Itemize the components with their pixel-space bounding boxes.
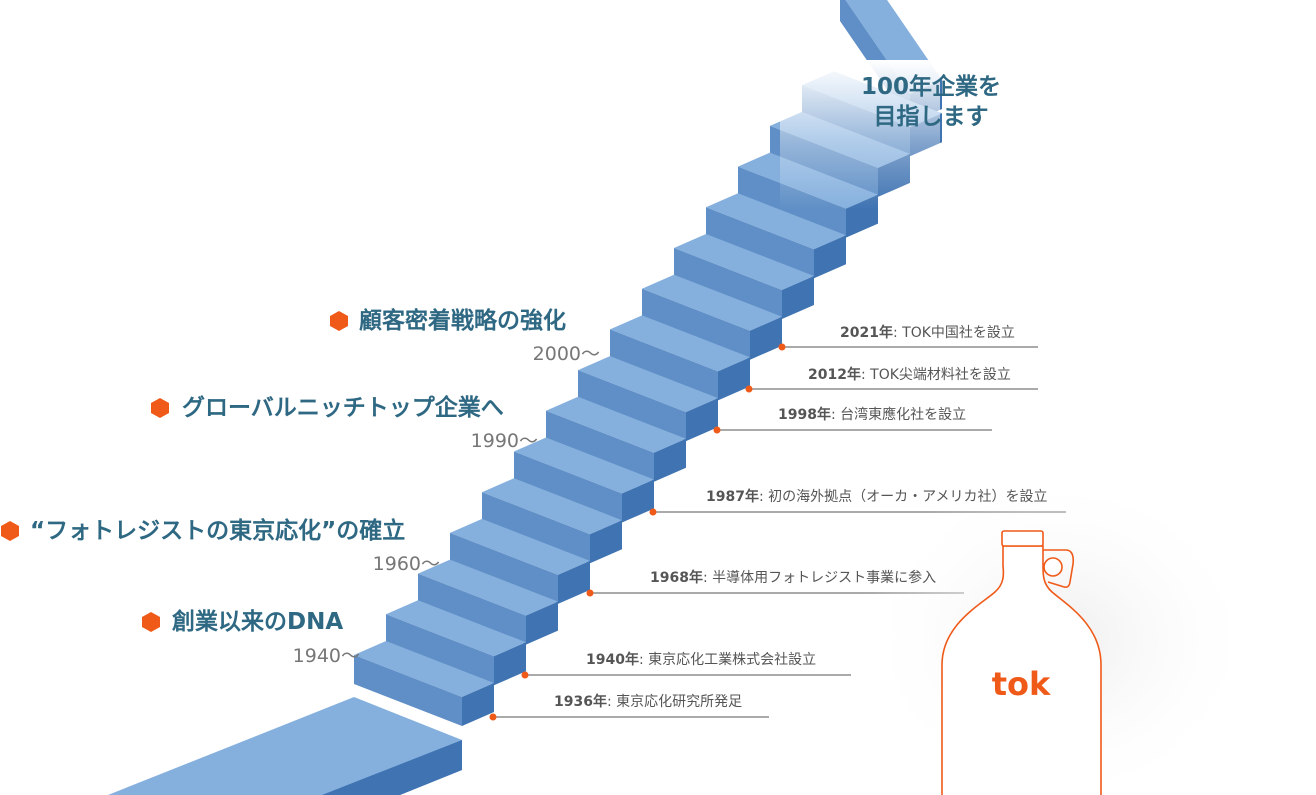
- leader-dot: [713, 426, 721, 434]
- stair-tread: [450, 518, 590, 575]
- stair-riser: [514, 451, 622, 523]
- event-1940: 1940年: 東京応化工業株式会社設立: [586, 652, 817, 668]
- leader-dot: [586, 589, 594, 597]
- stair-tread: [514, 437, 654, 494]
- stair-tread: [578, 356, 718, 413]
- stair-riser: [578, 370, 686, 442]
- hexagon-icon: [1, 521, 19, 541]
- hexagon-icon: [142, 612, 160, 632]
- stair-side: [526, 601, 558, 645]
- top-fade: [780, 60, 940, 210]
- era-period-1940: 1940～: [292, 645, 360, 667]
- leader-dot: [489, 713, 497, 721]
- stair-riser: [674, 248, 782, 319]
- logo-text: tok: [992, 665, 1051, 703]
- leader-dot: [778, 343, 786, 351]
- stair-tread: [354, 641, 494, 697]
- hexagon-icon: [151, 398, 169, 418]
- era-title-2000: 顧客密着戦略の強化: [359, 308, 566, 334]
- era-title-1960: “フォトレジストの東京応化”の確立: [30, 518, 406, 544]
- stair-tread: [674, 234, 814, 290]
- stair-riser: [642, 288, 750, 360]
- goal-heading: 100年企業を 目指します: [836, 72, 1026, 132]
- event-2021: 2021年: TOK中国社を設立: [840, 325, 1015, 341]
- stair-riser: [450, 532, 558, 604]
- era-period-2000: 2000～: [532, 343, 600, 365]
- goal-line-2: 目指します: [873, 104, 989, 130]
- stair-riser: [386, 614, 494, 686]
- leader-dot: [745, 385, 753, 393]
- stair-tread: [642, 274, 782, 331]
- stair-side: [686, 398, 718, 442]
- stair-tread: [706, 193, 846, 250]
- event-1968: 1968年: 半導体用フォトレジスト事業に参入: [650, 570, 937, 586]
- stair-side: [590, 520, 622, 564]
- stair-tread: [418, 559, 558, 616]
- stair-side: [494, 642, 526, 686]
- event-1936: 1936年: 東京応化研究所発足: [554, 694, 743, 710]
- stair-side: [718, 357, 750, 401]
- stair-tread: [610, 315, 750, 372]
- leader-dot: [521, 671, 529, 679]
- stair-riser: [610, 329, 718, 401]
- era-period-1990: 1990～: [470, 430, 538, 452]
- stair-riser: [354, 655, 462, 726]
- era-title-1940: 創業以来のDNA: [172, 609, 344, 635]
- stair-side: [654, 438, 686, 482]
- stair-base: [108, 697, 462, 795]
- stair-tread: [482, 478, 622, 535]
- goal-line-1: 100年企業を: [860, 74, 1001, 100]
- stair-riser: [706, 207, 814, 279]
- stair-tread: [386, 600, 526, 657]
- stair-side: [558, 560, 590, 604]
- era-title-1990: グローバルニッチトップ企業へ: [182, 395, 504, 421]
- event-2012: 2012年: TOK尖端材料社を設立: [808, 367, 1011, 383]
- stair-riser: [482, 492, 590, 564]
- stair-side: [782, 276, 814, 319]
- stair-side: [462, 683, 494, 726]
- hexagon-icon: [330, 311, 348, 331]
- leader-dot: [649, 508, 657, 516]
- event-1987: 1987年: 初の海外拠点（オーカ・アメリカ社）を設立: [706, 489, 1048, 505]
- stair-tread: [546, 396, 686, 453]
- stair-riser: [418, 573, 526, 645]
- stair-side: [622, 479, 654, 523]
- stair-side: [814, 235, 846, 279]
- era-period-1960: 1960～: [372, 553, 440, 575]
- stair-base-side: [322, 740, 462, 795]
- event-1998: 1998年: 台湾東應化社を設立: [778, 407, 967, 423]
- bottle-icon: [860, 470, 1260, 795]
- stair-side: [750, 316, 782, 360]
- stair-riser: [546, 410, 654, 482]
